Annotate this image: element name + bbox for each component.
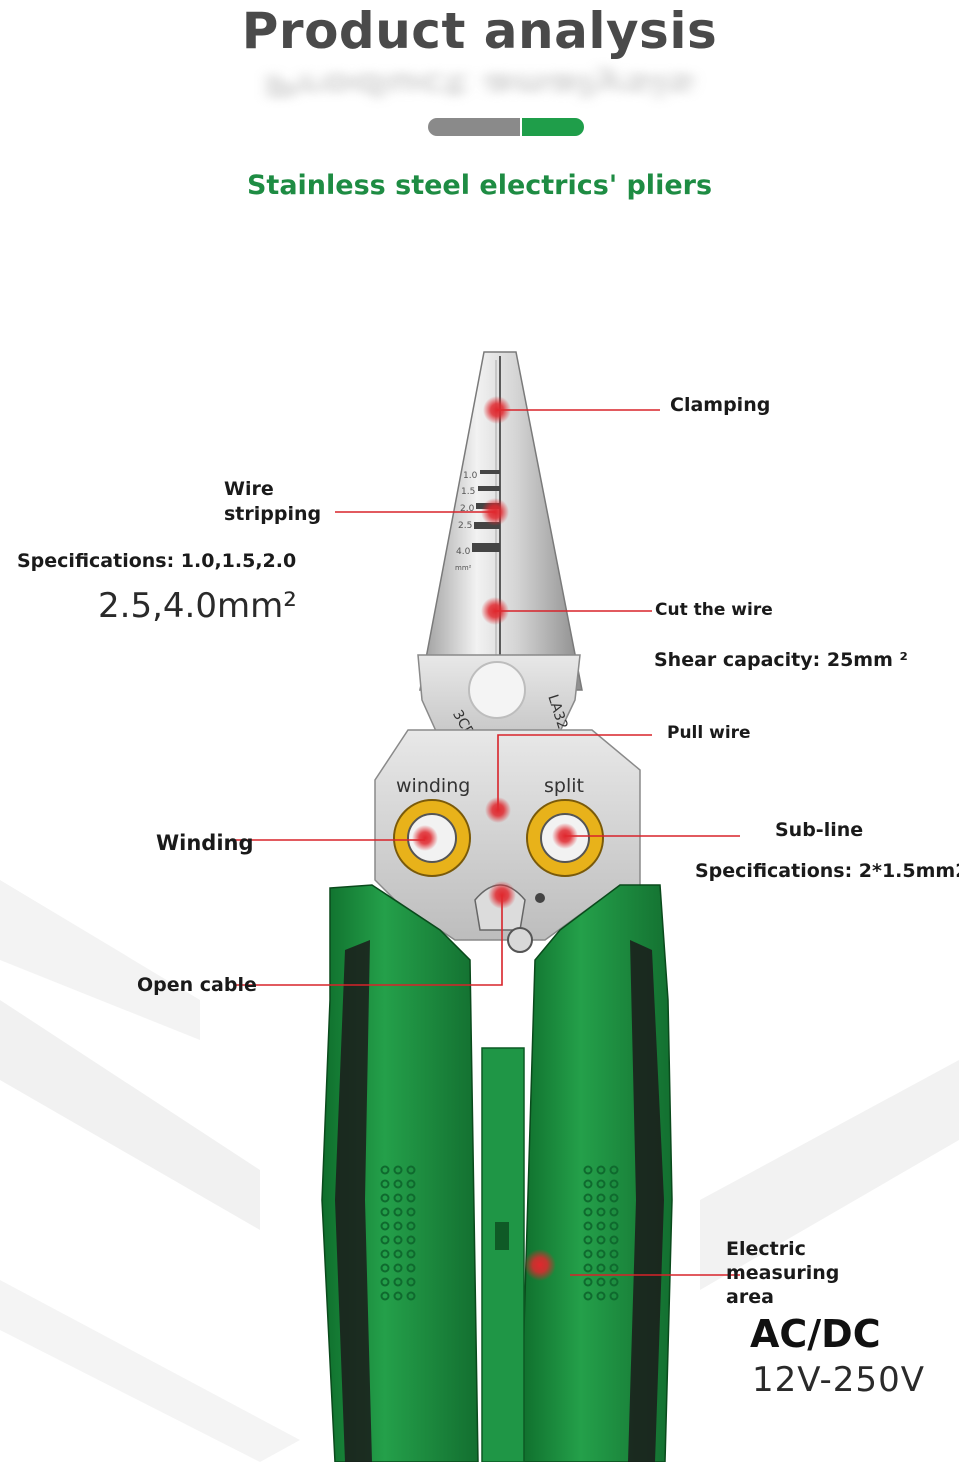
wire-stripping-label-line2: stripping	[224, 503, 322, 525]
gauge-mark: 1.5	[461, 487, 475, 497]
pliers-handles	[321, 884, 673, 1462]
gauge-mark: 1.0	[463, 471, 478, 481]
divider-green-bar	[522, 118, 584, 136]
sub-line-spec-label: Specifications: 2*1.5mm2	[695, 860, 959, 882]
sub-line-label: Sub-line	[775, 819, 864, 841]
voltage-range-label: 12V-250V	[752, 1360, 925, 1400]
measuring-label-line3: area	[726, 1286, 774, 1308]
gauge-mark: 2.5	[458, 521, 472, 531]
title-divider	[428, 118, 584, 136]
winding-label: Winding	[156, 831, 254, 855]
open-cable-label: Open cable	[137, 974, 257, 996]
pull-wire-label: Pull wire	[667, 723, 751, 743]
page-title: Product analysis	[241, 2, 718, 60]
divider-gray-bar	[428, 118, 520, 136]
callout-lines	[230, 409, 740, 1276]
product-subtitle: Stainless steel electrics' pliers	[246, 170, 713, 201]
wire-stripping-label-line1: Wire	[224, 478, 274, 500]
measuring-label-line2: measuring	[726, 1262, 840, 1284]
stripping-spec-sizes: 2.5,4.0mm²	[98, 586, 297, 626]
cut-wire-label: Cut the wire	[655, 600, 773, 620]
gauge-mark: 4.0	[456, 547, 471, 557]
callout-dots	[412, 396, 578, 1281]
shear-capacity-label: Shear capacity: 25mm ²	[654, 649, 908, 671]
split-marking: split	[544, 775, 584, 797]
stripping-spec-label: Specifications: 1.0,1.5,2.0	[17, 550, 297, 572]
gauge-mark: mm²	[455, 564, 472, 572]
measuring-label-line1: Electric	[726, 1238, 806, 1260]
gauge-mark: 2.0	[460, 504, 475, 514]
winding-marking: winding	[396, 775, 470, 797]
clamping-label: Clamping	[670, 394, 771, 416]
acdc-label: AC/DC	[750, 1312, 881, 1356]
